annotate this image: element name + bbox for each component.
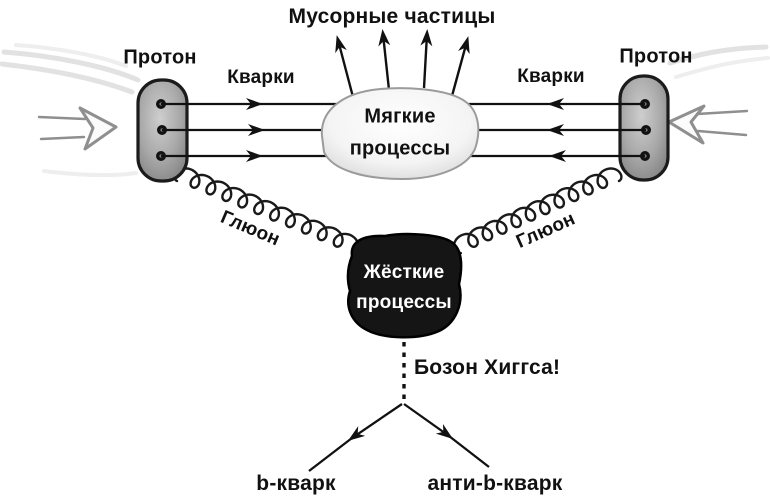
motion-streaks-left [0,43,141,178]
proton-left-label: Протон [123,46,197,69]
decay-arrows [308,403,490,472]
incoming-arrow-left [37,106,118,151]
soft-processes-line1: Мягкие [364,105,436,128]
motion-streaks-right [667,44,770,79]
anti-b-quark-label: анти-b-кварк [427,471,563,495]
junk-particle-arrows [335,29,470,98]
quarks-left-label: Кварки [227,67,295,89]
gluon-coil-right [452,167,623,255]
soft-processes-label: Мягкие процессы [350,101,451,164]
hard-processes-line2: процессы [356,292,452,313]
higgs-boson-label: Бозон Хиггса! [414,355,561,379]
quarks-right-label: Кварки [517,66,585,88]
proton-right-label: Протон [619,45,693,68]
hard-processes-line1: Жёсткие [363,261,445,283]
hard-processes-label: Жёсткие процессы [356,258,452,318]
proton-right [618,74,670,182]
incoming-arrow-right [667,104,749,145]
soft-processes-blob [320,87,480,181]
gluon-coil-left [173,167,360,255]
soft-processes-line2: процессы [349,137,451,159]
b-quark-label: b-кварк [256,471,336,495]
hard-processes-blob [346,232,463,339]
junk-particles-label: Мусорные частицы [288,4,496,28]
